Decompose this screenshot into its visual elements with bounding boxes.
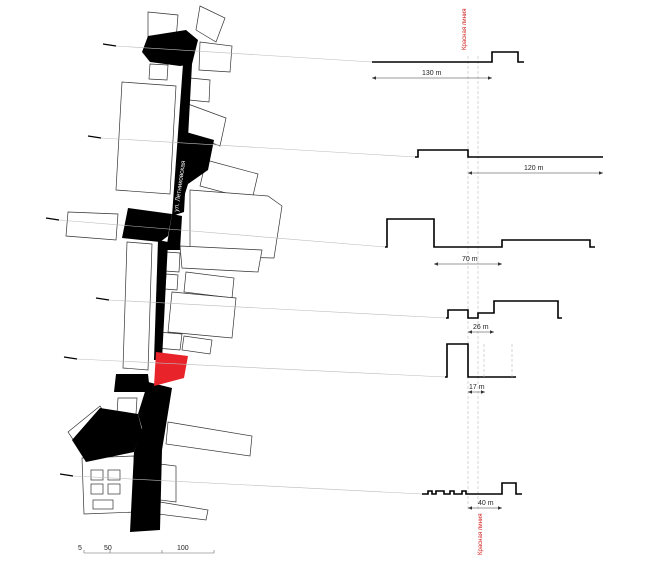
building	[179, 245, 263, 273]
dimension-arrowhead	[468, 330, 472, 334]
leader-line	[76, 358, 446, 378]
scale-label: 50	[104, 545, 112, 552]
section-profile-line	[446, 300, 562, 319]
scale-bar: 5 50 100	[78, 545, 215, 554]
street-building	[130, 382, 172, 532]
street-building	[114, 374, 150, 392]
section-profile-line	[415, 149, 603, 158]
section-profile-line	[385, 218, 595, 248]
building	[115, 81, 177, 195]
dimension-label: 40 m	[478, 500, 494, 507]
building	[198, 41, 233, 73]
building	[167, 291, 237, 339]
section-profile-1: 130 m	[372, 51, 524, 80]
leader-line	[108, 299, 447, 319]
street-building	[122, 208, 172, 242]
section-profile-2: 120 m	[415, 149, 603, 175]
leader-line	[100, 137, 416, 158]
building	[107, 483, 121, 495]
dimension-label: 70 m	[462, 256, 478, 263]
building-outlines	[65, 5, 283, 521]
section-profile-4: 26 m	[446, 300, 562, 334]
red-line-label-bottom: Красная линия	[478, 513, 484, 555]
dimension-label: 120 m	[524, 165, 544, 172]
section-profile-line	[422, 482, 522, 495]
leader-lines	[58, 45, 447, 495]
dimension-arrowhead	[481, 390, 485, 394]
section-marker	[45, 217, 60, 221]
red-line-label-top: Красная линия	[462, 8, 468, 50]
dimension-arrowhead	[468, 506, 472, 510]
building	[189, 189, 283, 259]
dimension-arrowhead	[490, 330, 494, 334]
dimension-arrowhead	[488, 76, 492, 80]
section-profile-5: 17 m	[445, 343, 516, 394]
dimension-arrowhead	[434, 262, 438, 266]
building	[65, 211, 119, 241]
leader-line	[58, 219, 386, 248]
building	[157, 501, 209, 521]
dimension-arrowhead	[498, 262, 502, 266]
dimension-label: 130 m	[422, 70, 442, 77]
section-profile-line	[445, 343, 516, 378]
section-marker	[87, 135, 102, 139]
courtyard-boxes	[90, 469, 121, 510]
building	[122, 241, 153, 371]
building	[165, 421, 253, 457]
dimension-arrowhead	[599, 171, 603, 175]
section-profile-line	[372, 51, 524, 63]
building	[148, 63, 169, 81]
leader-line	[115, 45, 373, 63]
dimension-arrowhead	[372, 76, 376, 80]
street-building	[166, 214, 182, 250]
section-profile-6: 40 m	[422, 482, 522, 510]
building	[90, 483, 104, 495]
section-profile-3: 70 m	[385, 218, 595, 266]
dimension-label: 17 m	[469, 384, 485, 391]
dimension-label: 26 m	[473, 324, 489, 331]
building	[90, 469, 104, 481]
building	[107, 469, 121, 481]
building	[164, 273, 179, 291]
scale-label: 100	[177, 545, 189, 552]
project-site-highlight	[154, 352, 188, 386]
leader-line	[72, 475, 423, 495]
street-building	[154, 240, 168, 360]
dimension-arrowhead	[468, 171, 472, 175]
dimension-arrowhead	[498, 506, 502, 510]
dimension-arrowhead	[468, 390, 472, 394]
street-building	[172, 64, 192, 216]
scale-label: 5	[78, 545, 82, 552]
section-marker	[63, 356, 78, 360]
building	[159, 463, 177, 503]
street-building	[142, 30, 198, 66]
building	[92, 499, 114, 510]
street-building	[178, 132, 214, 212]
building	[181, 335, 213, 355]
section-marker	[102, 43, 117, 47]
street-building	[72, 408, 142, 462]
street-front-buildings	[72, 30, 214, 532]
building	[195, 5, 226, 43]
section-marker	[59, 473, 74, 477]
section-markers	[45, 43, 117, 477]
section-marker	[95, 297, 110, 301]
building	[188, 77, 211, 103]
